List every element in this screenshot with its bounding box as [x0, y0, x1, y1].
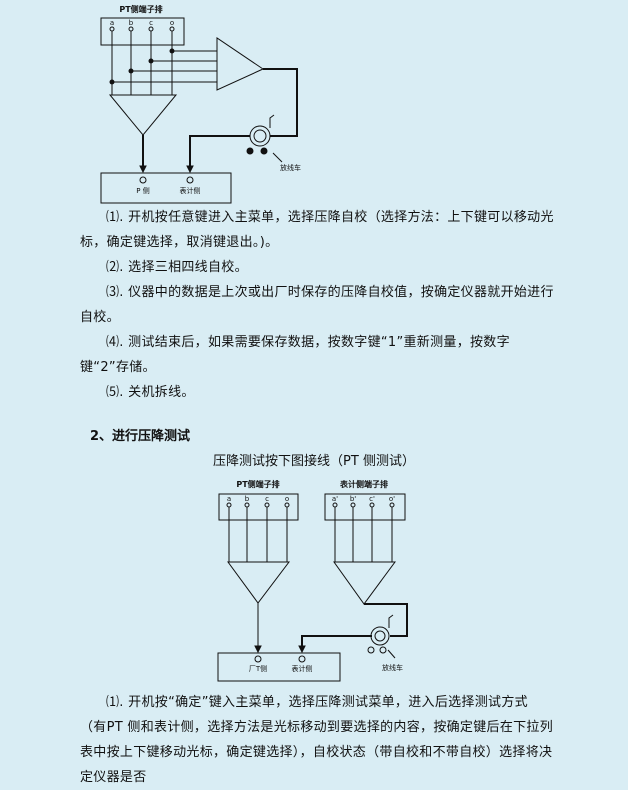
terminal-label: a' — [332, 495, 338, 503]
step-4: ⑷. 测试结束后，如果需要保存数据，按数字键“1”重新测量，按数字键“2”存储。 — [80, 335, 510, 375]
instrument-port-label: P 侧 — [136, 186, 149, 195]
diagram-caption: 压降测试按下图接线（PT 侧测试） — [213, 454, 415, 469]
terminal-block-title: PT侧端子排 — [236, 479, 279, 489]
instrument-port-label: 厂T侧 — [249, 664, 267, 673]
terminal-label: a — [227, 495, 231, 503]
meter-terminal-block — [324, 493, 406, 521]
terminal-label: c — [265, 495, 269, 503]
step-3: ⑶. 仪器中的数据是上次或出厂时保存的压降自校值，按确定仪器就开始进行自校。 — [80, 285, 554, 325]
test-step-1: ⑴. 开机按“确定”键入主菜单，选择压降测试菜单，进入后选择测试方式（有PT 侧… — [80, 695, 554, 785]
terminal-label: c' — [369, 495, 375, 503]
cable-reel-icon — [246, 114, 283, 163]
self-check-wiring-diagram: PT侧端子排 a b c o 放线车 P 侧 表计侧 — [100, 4, 301, 204]
terminal-block-title: PT侧端子排 — [119, 4, 162, 14]
instrument-port-label: 表计侧 — [180, 186, 201, 195]
cable-reel-icon — [367, 614, 396, 659]
step-5: ⑸. 关机拆线。 — [106, 385, 195, 400]
terminal-label: o — [285, 495, 289, 503]
pt-side-test-wiring-diagram: PT侧端子排 表计侧端子排 a b c o a' b' c' o' 放线车 — [217, 479, 408, 682]
instrument-port-label: 表计侧 — [292, 664, 313, 673]
terminal-label: b' — [350, 495, 356, 503]
reel-label: 放线车 — [382, 663, 403, 672]
terminal-label: c — [149, 19, 153, 27]
instrument-box — [217, 652, 341, 682]
terminal-label: a — [110, 19, 114, 27]
reel-label: 放线车 — [280, 163, 301, 172]
amplifier-triangle — [216, 37, 265, 91]
wiring-diagrams: PT侧端子排 a b c o 放线车 P 侧 表计侧 — [100, 4, 408, 682]
terminal-label: o' — [389, 495, 395, 503]
step-2: ⑵. 选择三相四线自校。 — [106, 260, 248, 275]
terminal-label: b — [245, 495, 250, 503]
terminal-block — [100, 17, 185, 46]
terminal-label: o — [170, 19, 174, 27]
step-1: ⑴. 开机按任意键进入主菜单，选择压降自校（选择方法：上下键可以移动光标，确定键… — [80, 210, 554, 250]
instrument-box — [100, 172, 232, 204]
pt-funnel — [227, 561, 291, 604]
funnel-triangle — [108, 94, 178, 136]
terminal-label: b — [129, 19, 134, 27]
pt-terminal-block — [218, 493, 299, 521]
meter-funnel — [333, 561, 396, 605]
terminal-block-title: 表计侧端子排 — [339, 479, 388, 489]
section-heading: 2、进行压降测试 — [90, 429, 191, 444]
terminal-posts — [109, 26, 175, 32]
